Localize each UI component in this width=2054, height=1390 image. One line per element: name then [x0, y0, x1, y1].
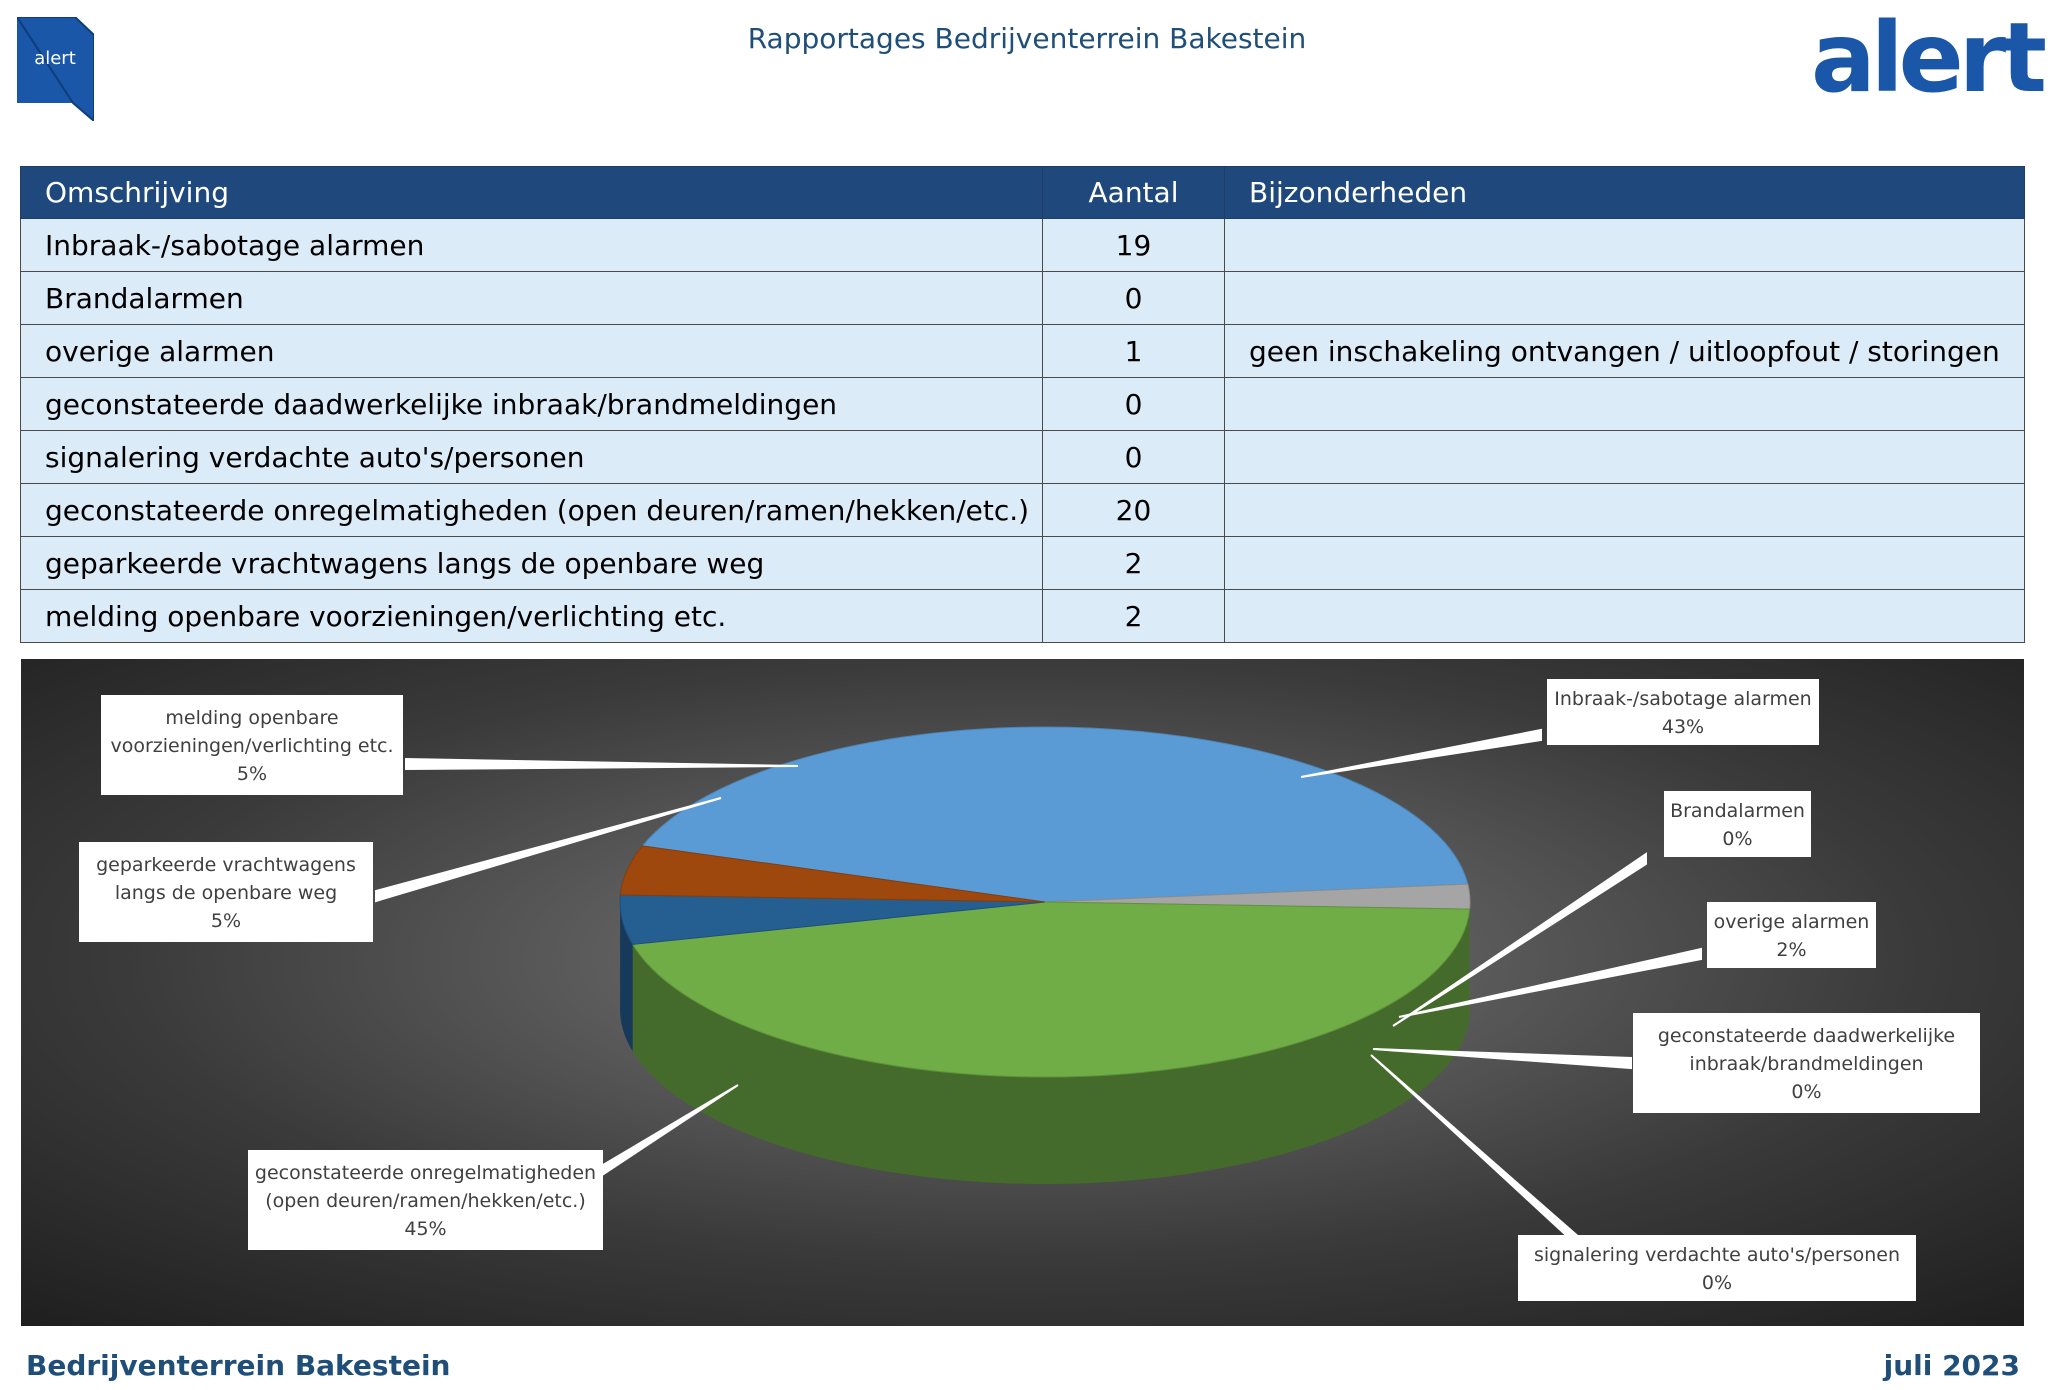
data-label-box [1664, 791, 1811, 857]
cell-details [1224, 430, 2025, 484]
data-label-box [79, 842, 373, 942]
cell-description: geconstateerde daadwerkelijke inbraak/br… [20, 377, 1043, 431]
data-label-percent: 0% [1791, 1081, 1821, 1103]
cell-count: 19 [1042, 218, 1225, 272]
data-label-box [1547, 679, 1819, 745]
data-label-3: geconstateerde daadwerkelijke inbraak/bra… [1633, 1013, 1980, 1113]
cell-description: geconstateerde onregelmatigheden (open d… [20, 483, 1043, 537]
data-label-percent: 45% [404, 1218, 446, 1240]
cell-count: 20 [1042, 483, 1225, 537]
leader-line-1 [1392, 852, 1647, 1027]
data-label-1: Brandalarmen 0% [1664, 791, 1811, 857]
cell-count: 2 [1042, 536, 1225, 590]
cell-count: 0 [1042, 271, 1225, 325]
cell-description: Brandalarmen [20, 271, 1043, 325]
cell-description: overige alarmen [20, 324, 1043, 378]
footer-period: juli 2023 [1883, 1349, 2020, 1382]
table-row: geparkeerde vrachtwagens langs de openba… [20, 536, 2025, 590]
data-label-box [1633, 1013, 1980, 1113]
data-label-0: Inbraak-/sabotage alarmen 43% [1547, 679, 1819, 745]
data-label-percent: 5% [211, 910, 241, 932]
data-label-box [1707, 902, 1876, 968]
data-label-box [248, 1150, 603, 1250]
data-label-box [1518, 1235, 1916, 1301]
cell-details [1224, 377, 2025, 431]
data-label-name: melding openbare [165, 707, 338, 729]
data-label-percent: 0% [1722, 828, 1752, 850]
data-label-percent: 43% [1662, 716, 1704, 738]
page-title: Rapportages Bedrijventerrein Bakestein [747, 22, 1307, 55]
column-header-description: Omschrijving [20, 166, 1043, 219]
pie-wall-6 [620, 899, 633, 1052]
pie-top [619, 726, 1471, 1078]
cell-details: geen inschakeling ontvangen / uitloopfou… [1224, 324, 2025, 378]
table-header-row: Omschrijving Aantal Bijzonderheden [20, 166, 2025, 219]
badge-text: alert [34, 48, 76, 69]
alert-brand-logo: alert [1810, 2, 2047, 114]
data-label-name: Brandalarmen [1670, 800, 1805, 822]
cell-description: geparkeerde vrachtwagens langs de openba… [20, 536, 1043, 590]
pie-chart: Inbraak-/sabotage alarmen 43% Brandalarmen… [21, 659, 2024, 1326]
data-label-name: voorzieningen/verlichting etc. [110, 735, 393, 757]
data-label-percent: 0% [1702, 1272, 1732, 1294]
leader-line-0 [1300, 728, 1542, 778]
data-label-name: geconstateerde onregelmatigheden [255, 1162, 596, 1184]
data-label-name: geparkeerde vrachtwagens [96, 854, 356, 876]
cell-details [1224, 589, 2025, 643]
pie-wall-5 [632, 909, 1470, 1184]
data-label-percent: 2% [1776, 939, 1806, 961]
data-labels: Inbraak-/sabotage alarmen 43% Brandalarmen… [79, 679, 1980, 1301]
data-label-name: (open deuren/ramen/hekken/etc.) [265, 1190, 586, 1212]
column-header-count: Aantal [1042, 166, 1225, 219]
data-label-6: geparkeerde vrachtwagens langs de openbar… [79, 842, 373, 942]
data-label-name: geconstateerde daadwerkelijke [1658, 1025, 1955, 1047]
cell-details [1224, 483, 2025, 537]
data-label-name: inbraak/brandmeldingen [1689, 1053, 1923, 1075]
cell-description: signalering verdachte auto's/personen [20, 430, 1043, 484]
data-label-name: overige alarmen [1714, 911, 1870, 933]
cell-count: 0 [1042, 430, 1225, 484]
cell-description: Inbraak-/sabotage alarmen [20, 218, 1043, 272]
table-row: melding openbare voorzieningen/verlichti… [20, 589, 2025, 643]
table-row: geconstateerde onregelmatigheden (open d… [20, 483, 2025, 537]
report-table: Omschrijving Aantal Bijzonderheden Inbra… [20, 166, 2025, 643]
leader-line-6 [375, 797, 722, 903]
cell-count: 1 [1042, 324, 1225, 378]
data-label-2: overige alarmen 2% [1707, 902, 1876, 968]
column-header-details: Bijzonderheden [1224, 166, 2025, 219]
data-label-name: langs de openbare weg [115, 882, 337, 904]
cell-details [1224, 218, 2025, 272]
cell-details [1224, 536, 2025, 590]
cell-count: 0 [1042, 377, 1225, 431]
footer-location: Bedrijventerrein Bakestein [26, 1349, 451, 1382]
pie-side-walls [620, 898, 1470, 1184]
cell-count: 2 [1042, 589, 1225, 643]
data-label-4: signalering verdachte auto's/personen 0% [1518, 1235, 1916, 1301]
pie-slice-5 [631, 901, 1471, 1078]
leader-line-2 [1398, 947, 1702, 1018]
data-label-7: melding openbare voorzieningen/verlichtin… [101, 695, 403, 795]
table-row: geconstateerde daadwerkelijke inbraak/br… [20, 377, 2025, 431]
data-label-name: signalering verdachte auto's/personen [1534, 1244, 1900, 1266]
pie-slice-7 [619, 845, 1046, 903]
data-label-box [101, 695, 403, 795]
leader-line-3 [1372, 1048, 1632, 1070]
data-label-5: geconstateerde onregelmatigheden (open de… [248, 1150, 603, 1250]
leader-line-7 [405, 757, 799, 771]
alert-badge-logo: alert [17, 17, 94, 121]
cell-description: melding openbare voorzieningen/verlichti… [20, 589, 1043, 643]
data-label-name: Inbraak-/sabotage alarmen [1554, 688, 1811, 710]
cell-details [1224, 271, 2025, 325]
data-label-percent: 5% [237, 763, 267, 785]
pie-slice-0 [641, 726, 1469, 903]
